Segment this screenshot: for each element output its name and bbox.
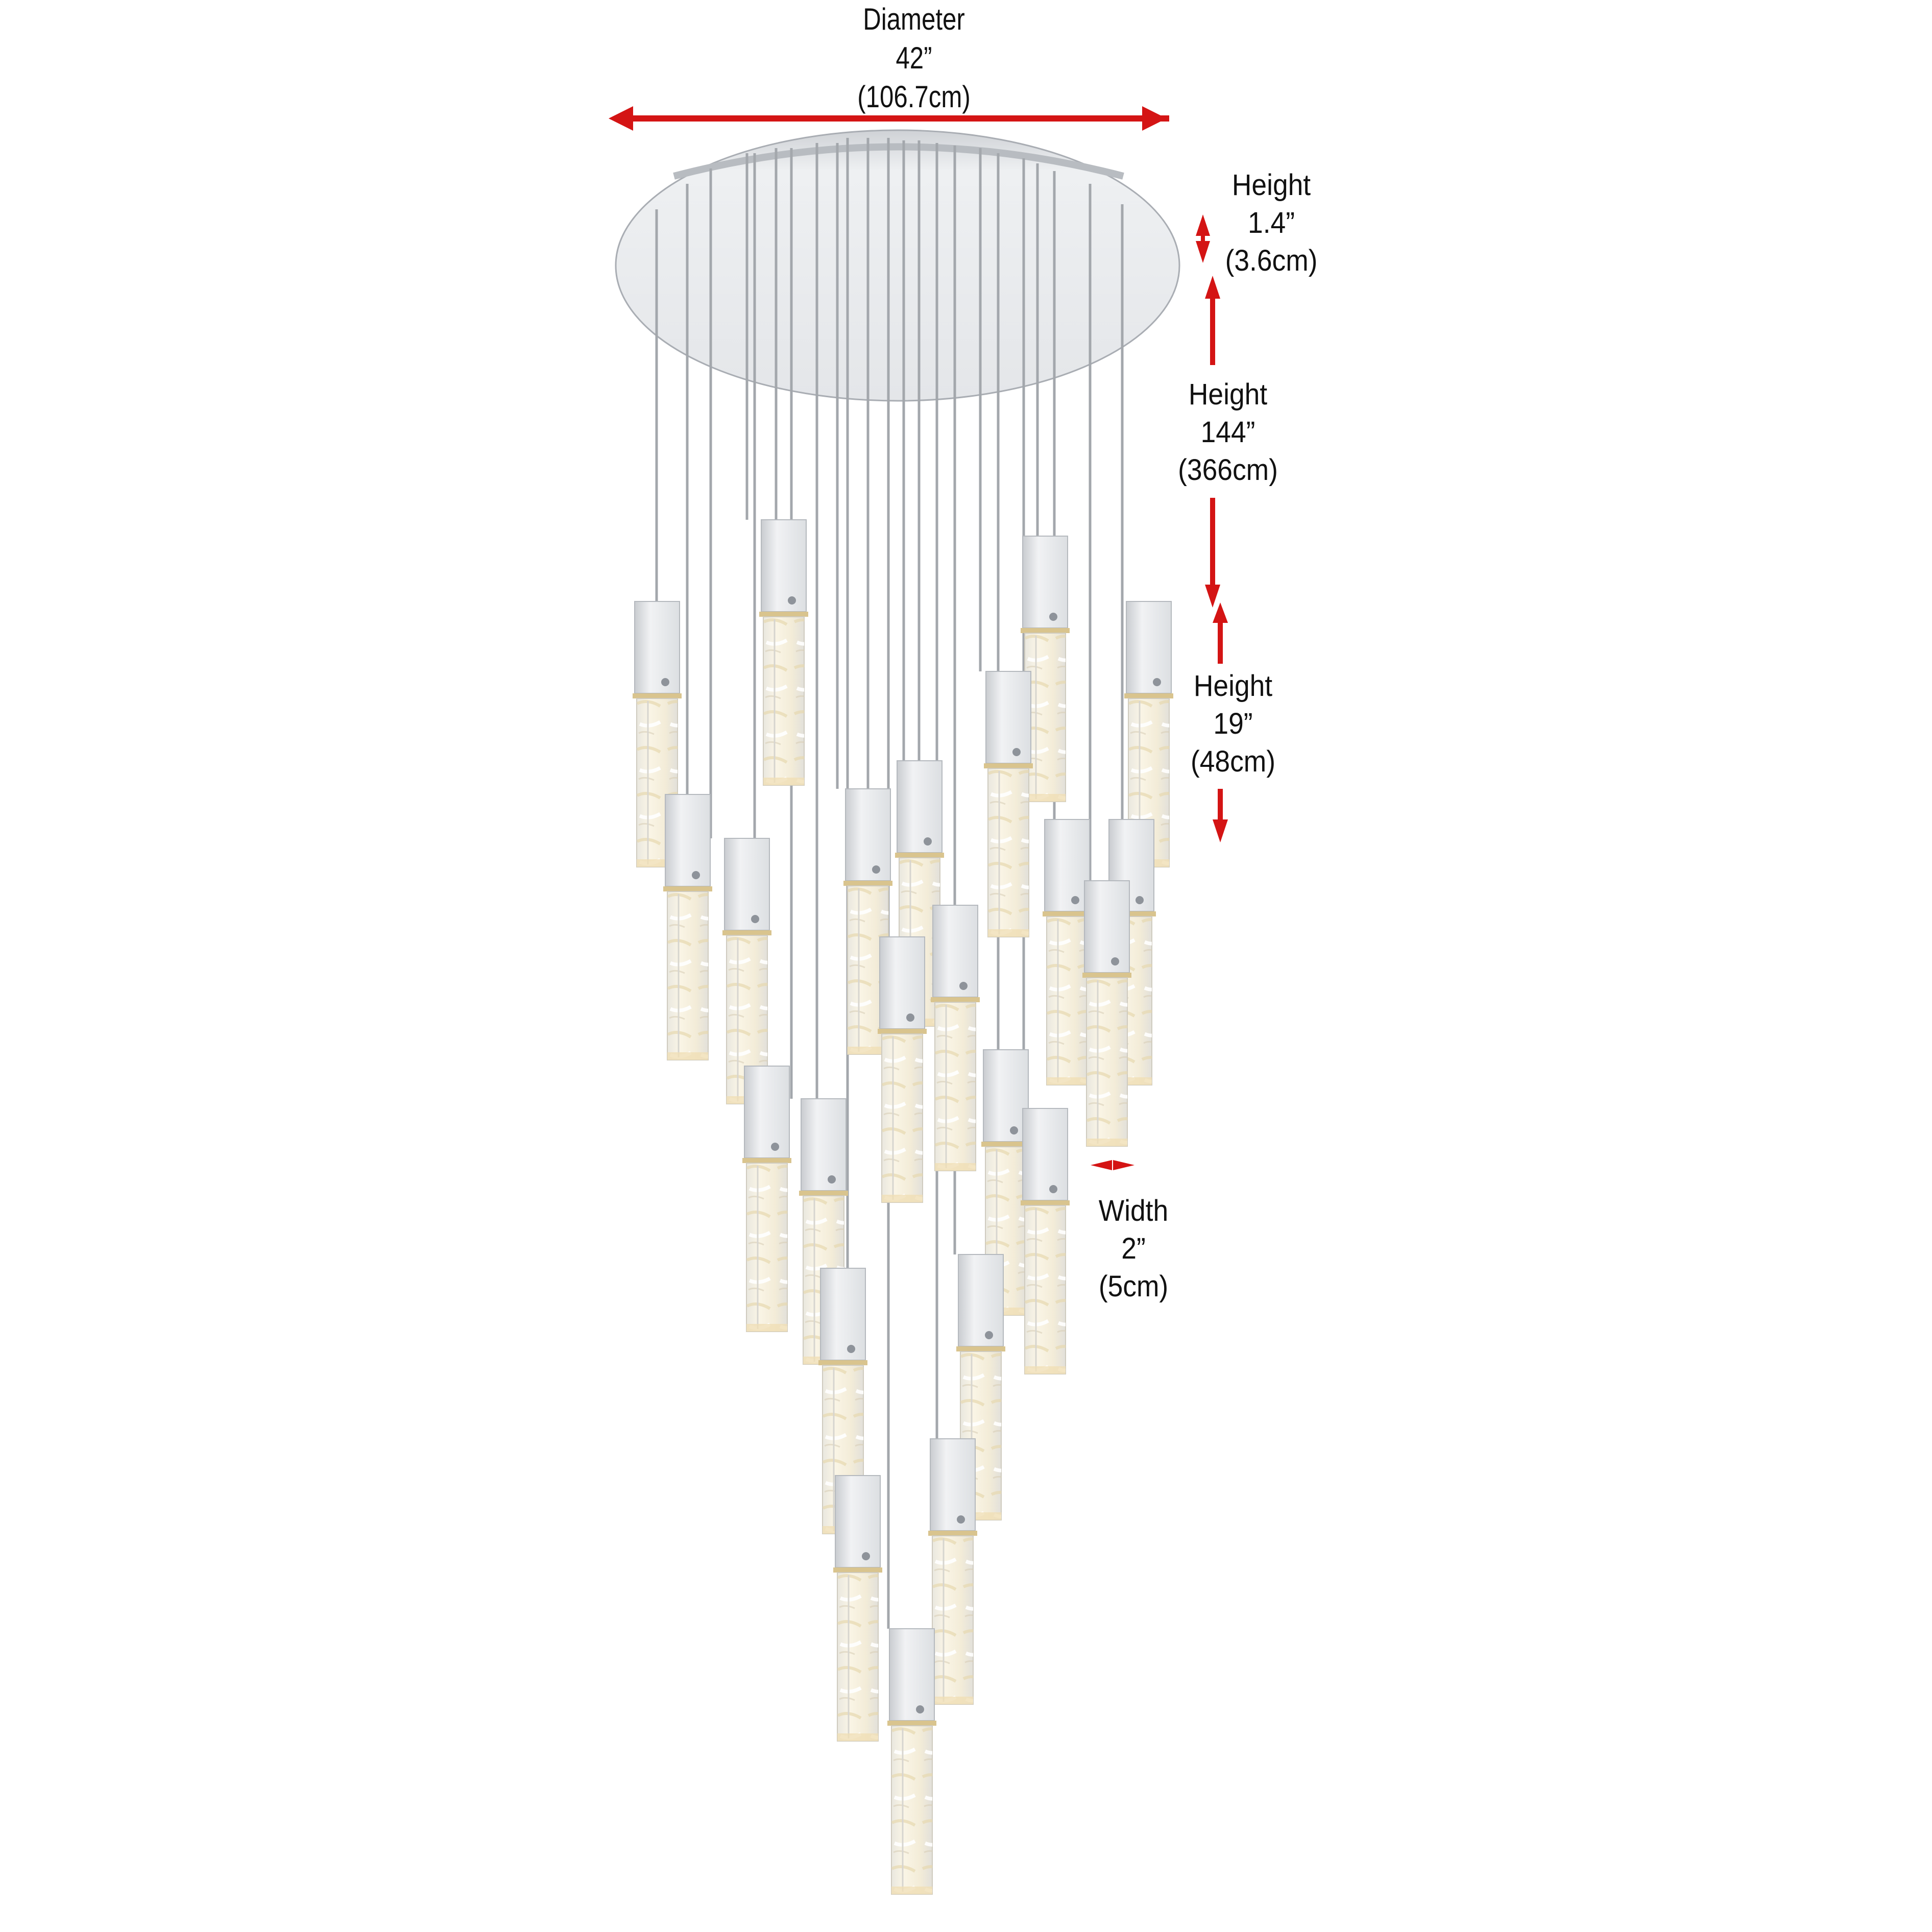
pendant-height-metric: (48cm) [1190, 745, 1276, 778]
pendant-width-label: Width 2” (5cm) [1086, 1192, 1180, 1306]
overall-height-imperial: 144” [1200, 416, 1255, 449]
overall-height-label: Height 144” (366cm) [1169, 376, 1287, 489]
overall-height-title: Height [1188, 378, 1268, 411]
pendant-height-arrow [1213, 602, 1228, 842]
pendant-height-label: Height 19” (48cm) [1179, 667, 1287, 781]
pendant-width-imperial: 2” [1121, 1232, 1146, 1265]
diameter-metric: (106.7cm) [857, 80, 971, 114]
diameter-label: Diameter 42” (106.7cm) [805, 0, 1023, 116]
overall-height-arrow [1205, 276, 1220, 608]
pendant-width-arrow [1091, 1160, 1134, 1170]
pendant-width-title: Width [1098, 1194, 1169, 1227]
canopy-height-arrow [1196, 214, 1210, 263]
pendant-width-metric: (5cm) [1098, 1270, 1169, 1303]
canopy-height-title: Height [1231, 168, 1311, 202]
canopy-height-metric: (3.6cm) [1225, 244, 1318, 277]
pendant-height-title: Height [1193, 669, 1273, 703]
diameter-title: Diameter [863, 2, 965, 36]
overall-height-metric: (366cm) [1178, 453, 1278, 487]
diameter-imperial: 42” [896, 41, 932, 75]
canopy [615, 129, 1180, 402]
canopy-height-label: Height 1.4” (3.6cm) [1215, 166, 1328, 280]
diameter-arrow [609, 106, 1169, 131]
pendant-height-imperial: 19” [1213, 707, 1253, 740]
canopy-height-imperial: 1.4” [1248, 206, 1295, 239]
